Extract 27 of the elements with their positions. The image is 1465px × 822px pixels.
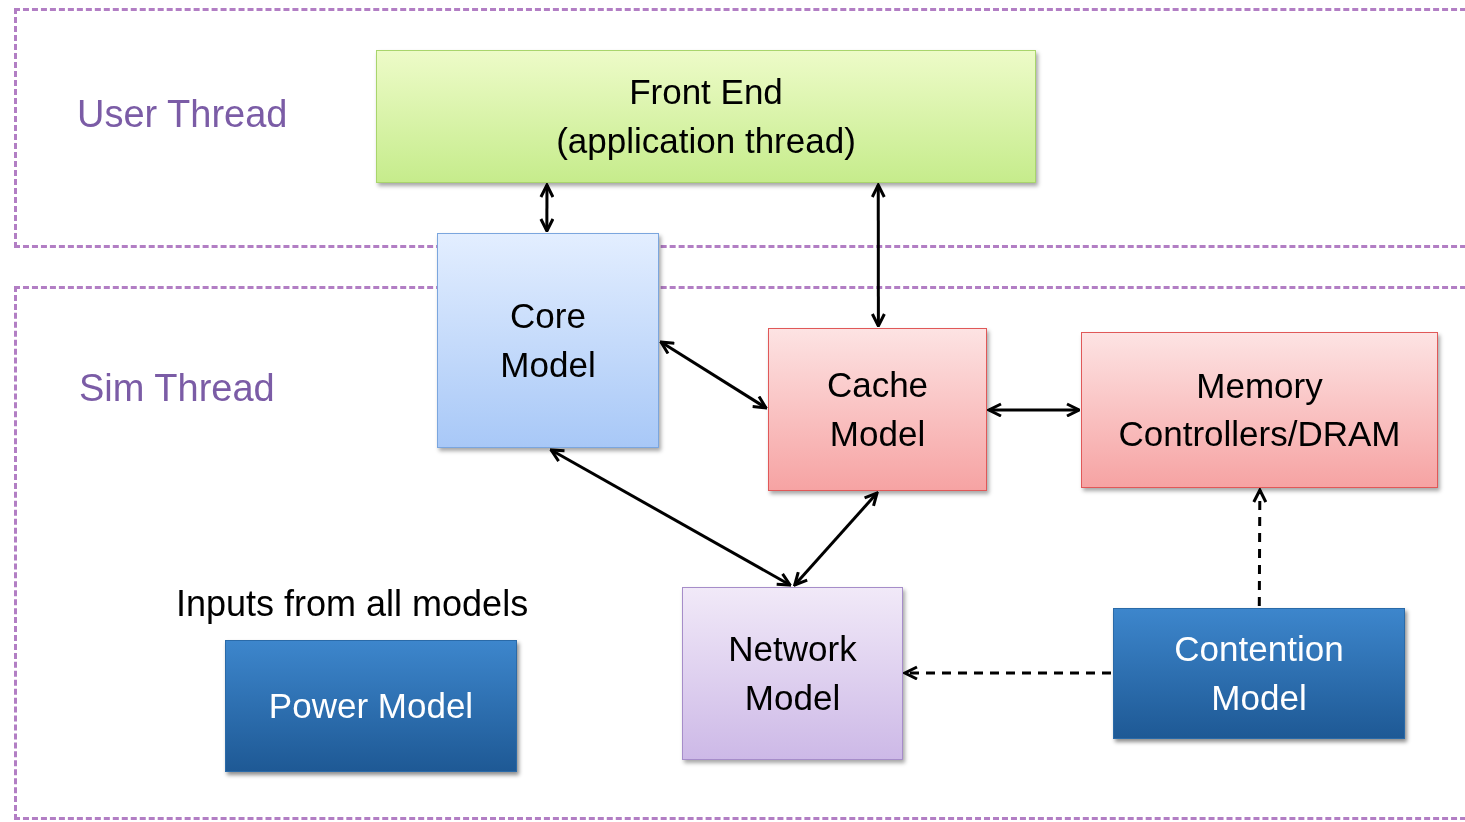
arrow [1252, 488, 1268, 606]
box-text: Core Model [499, 295, 597, 386]
box-text: Power Model [268, 684, 474, 727]
thread-region [14, 286, 1465, 820]
arrow [793, 491, 879, 587]
arrow [903, 665, 1111, 681]
model-box [1113, 608, 1405, 739]
model-box [768, 328, 987, 491]
model-box [682, 587, 903, 760]
model-box [1081, 332, 1438, 488]
box-text: (application thread) [556, 119, 856, 162]
region-heading: Sim Thread [79, 367, 275, 410]
model-box [376, 50, 1036, 183]
arrow [987, 402, 1081, 418]
box-text: Cache Model [825, 364, 930, 455]
arrow [539, 183, 555, 233]
note-text: Inputs from all models [176, 583, 529, 625]
model-box [437, 233, 659, 448]
arrow [659, 340, 768, 410]
box-text: Contention Model [1173, 628, 1345, 719]
box-text: Memory Controllers/DRAM [1117, 364, 1402, 455]
thread-region [14, 8, 1465, 248]
region-heading: User Thread [77, 93, 288, 136]
arrow [549, 448, 792, 587]
box-text: Front End [629, 71, 783, 114]
arrow [870, 183, 886, 328]
box-text: Network Model [727, 628, 858, 719]
